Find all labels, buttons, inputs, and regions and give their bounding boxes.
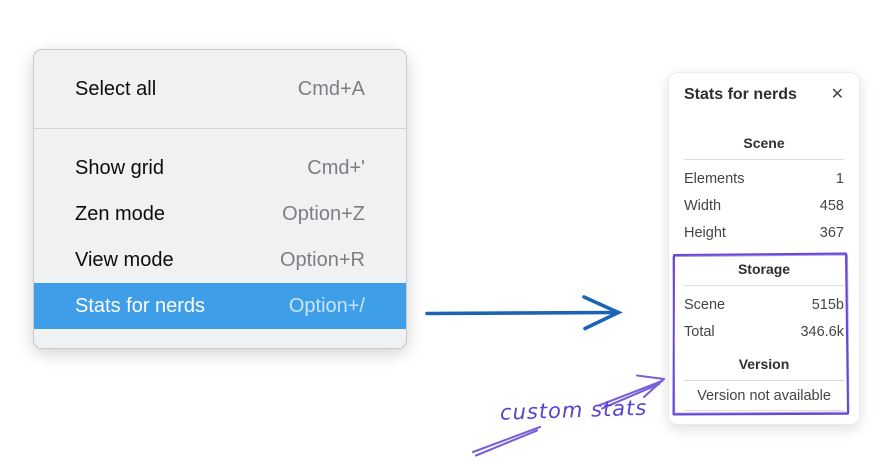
stat-row-height: Height 367 — [684, 219, 844, 246]
stat-value: 1 — [835, 170, 844, 187]
storage-rows: Scene 515b Total 346.6k — [684, 291, 844, 345]
stat-row-total-storage: Total 346.6k — [684, 318, 844, 345]
annotation-custom-stats-label: custom stats — [499, 395, 648, 425]
menu-item-label: Stats for nerds — [75, 294, 206, 317]
scene-rows: Elements 1 Width 458 Height 367 — [684, 165, 844, 246]
stats-panel: Stats for nerds ✕ Scene Elements 1 Width… — [668, 72, 860, 425]
menu-item-shortcut: Option+R — [279, 248, 365, 271]
stat-row-scene-storage: Scene 515b — [684, 291, 844, 318]
stats-panel-title: Stats for nerds — [684, 86, 797, 103]
stat-value: 346.6k — [800, 323, 844, 340]
menu-item-shortcut: Option+Z — [282, 202, 365, 225]
close-icon[interactable]: ✕ — [830, 86, 844, 103]
section-header-storage: Storage — [684, 259, 844, 286]
stat-row-width: Width 458 — [684, 192, 844, 219]
stat-value: 367 — [819, 224, 844, 241]
menu-item-zen-mode[interactable]: Zen mode Option+Z — [34, 191, 406, 237]
menu-item-select-all[interactable]: Select all Cmd+A — [34, 66, 406, 112]
menu-item-stats-for-nerds[interactable]: Stats for nerds Option+/ — [34, 283, 406, 329]
menu-separator — [34, 128, 406, 129]
arrow-menu-to-panel — [425, 295, 623, 331]
stat-value: 458 — [819, 197, 844, 214]
menu-item-label: Show grid — [75, 156, 164, 179]
stat-label: Elements — [684, 170, 745, 187]
menu-item-label: View mode — [75, 248, 174, 271]
annotation-underline-stroke — [471, 425, 542, 457]
annotation-arrows-layer — [425, 295, 666, 457]
stats-panel-header: Stats for nerds ✕ — [684, 85, 844, 105]
context-menu: Select all Cmd+A Show grid Cmd+' Zen mod… — [33, 49, 407, 349]
menu-item-shortcut: Cmd+A — [297, 77, 365, 100]
stat-value: 515b — [811, 296, 844, 313]
section-header-scene: Scene — [684, 133, 844, 160]
stat-label: Height — [684, 224, 726, 241]
menu-item-shortcut: Cmd+' — [307, 156, 365, 179]
stat-label: Scene — [684, 296, 726, 313]
version-note: Version not available — [684, 383, 844, 411]
section-header-version: Version — [684, 354, 844, 381]
menu-item-label: Zen mode — [75, 202, 166, 225]
menu-item-shortcut: Option+/ — [288, 294, 365, 317]
stat-label: Total — [684, 323, 715, 340]
menu-item-show-grid[interactable]: Show grid Cmd+' — [34, 145, 406, 191]
menu-item-label: Select all — [75, 77, 157, 100]
menu-item-view-mode[interactable]: View mode Option+R — [34, 237, 406, 283]
stat-label: Width — [684, 197, 722, 214]
stat-row-elements: Elements 1 — [684, 165, 844, 192]
